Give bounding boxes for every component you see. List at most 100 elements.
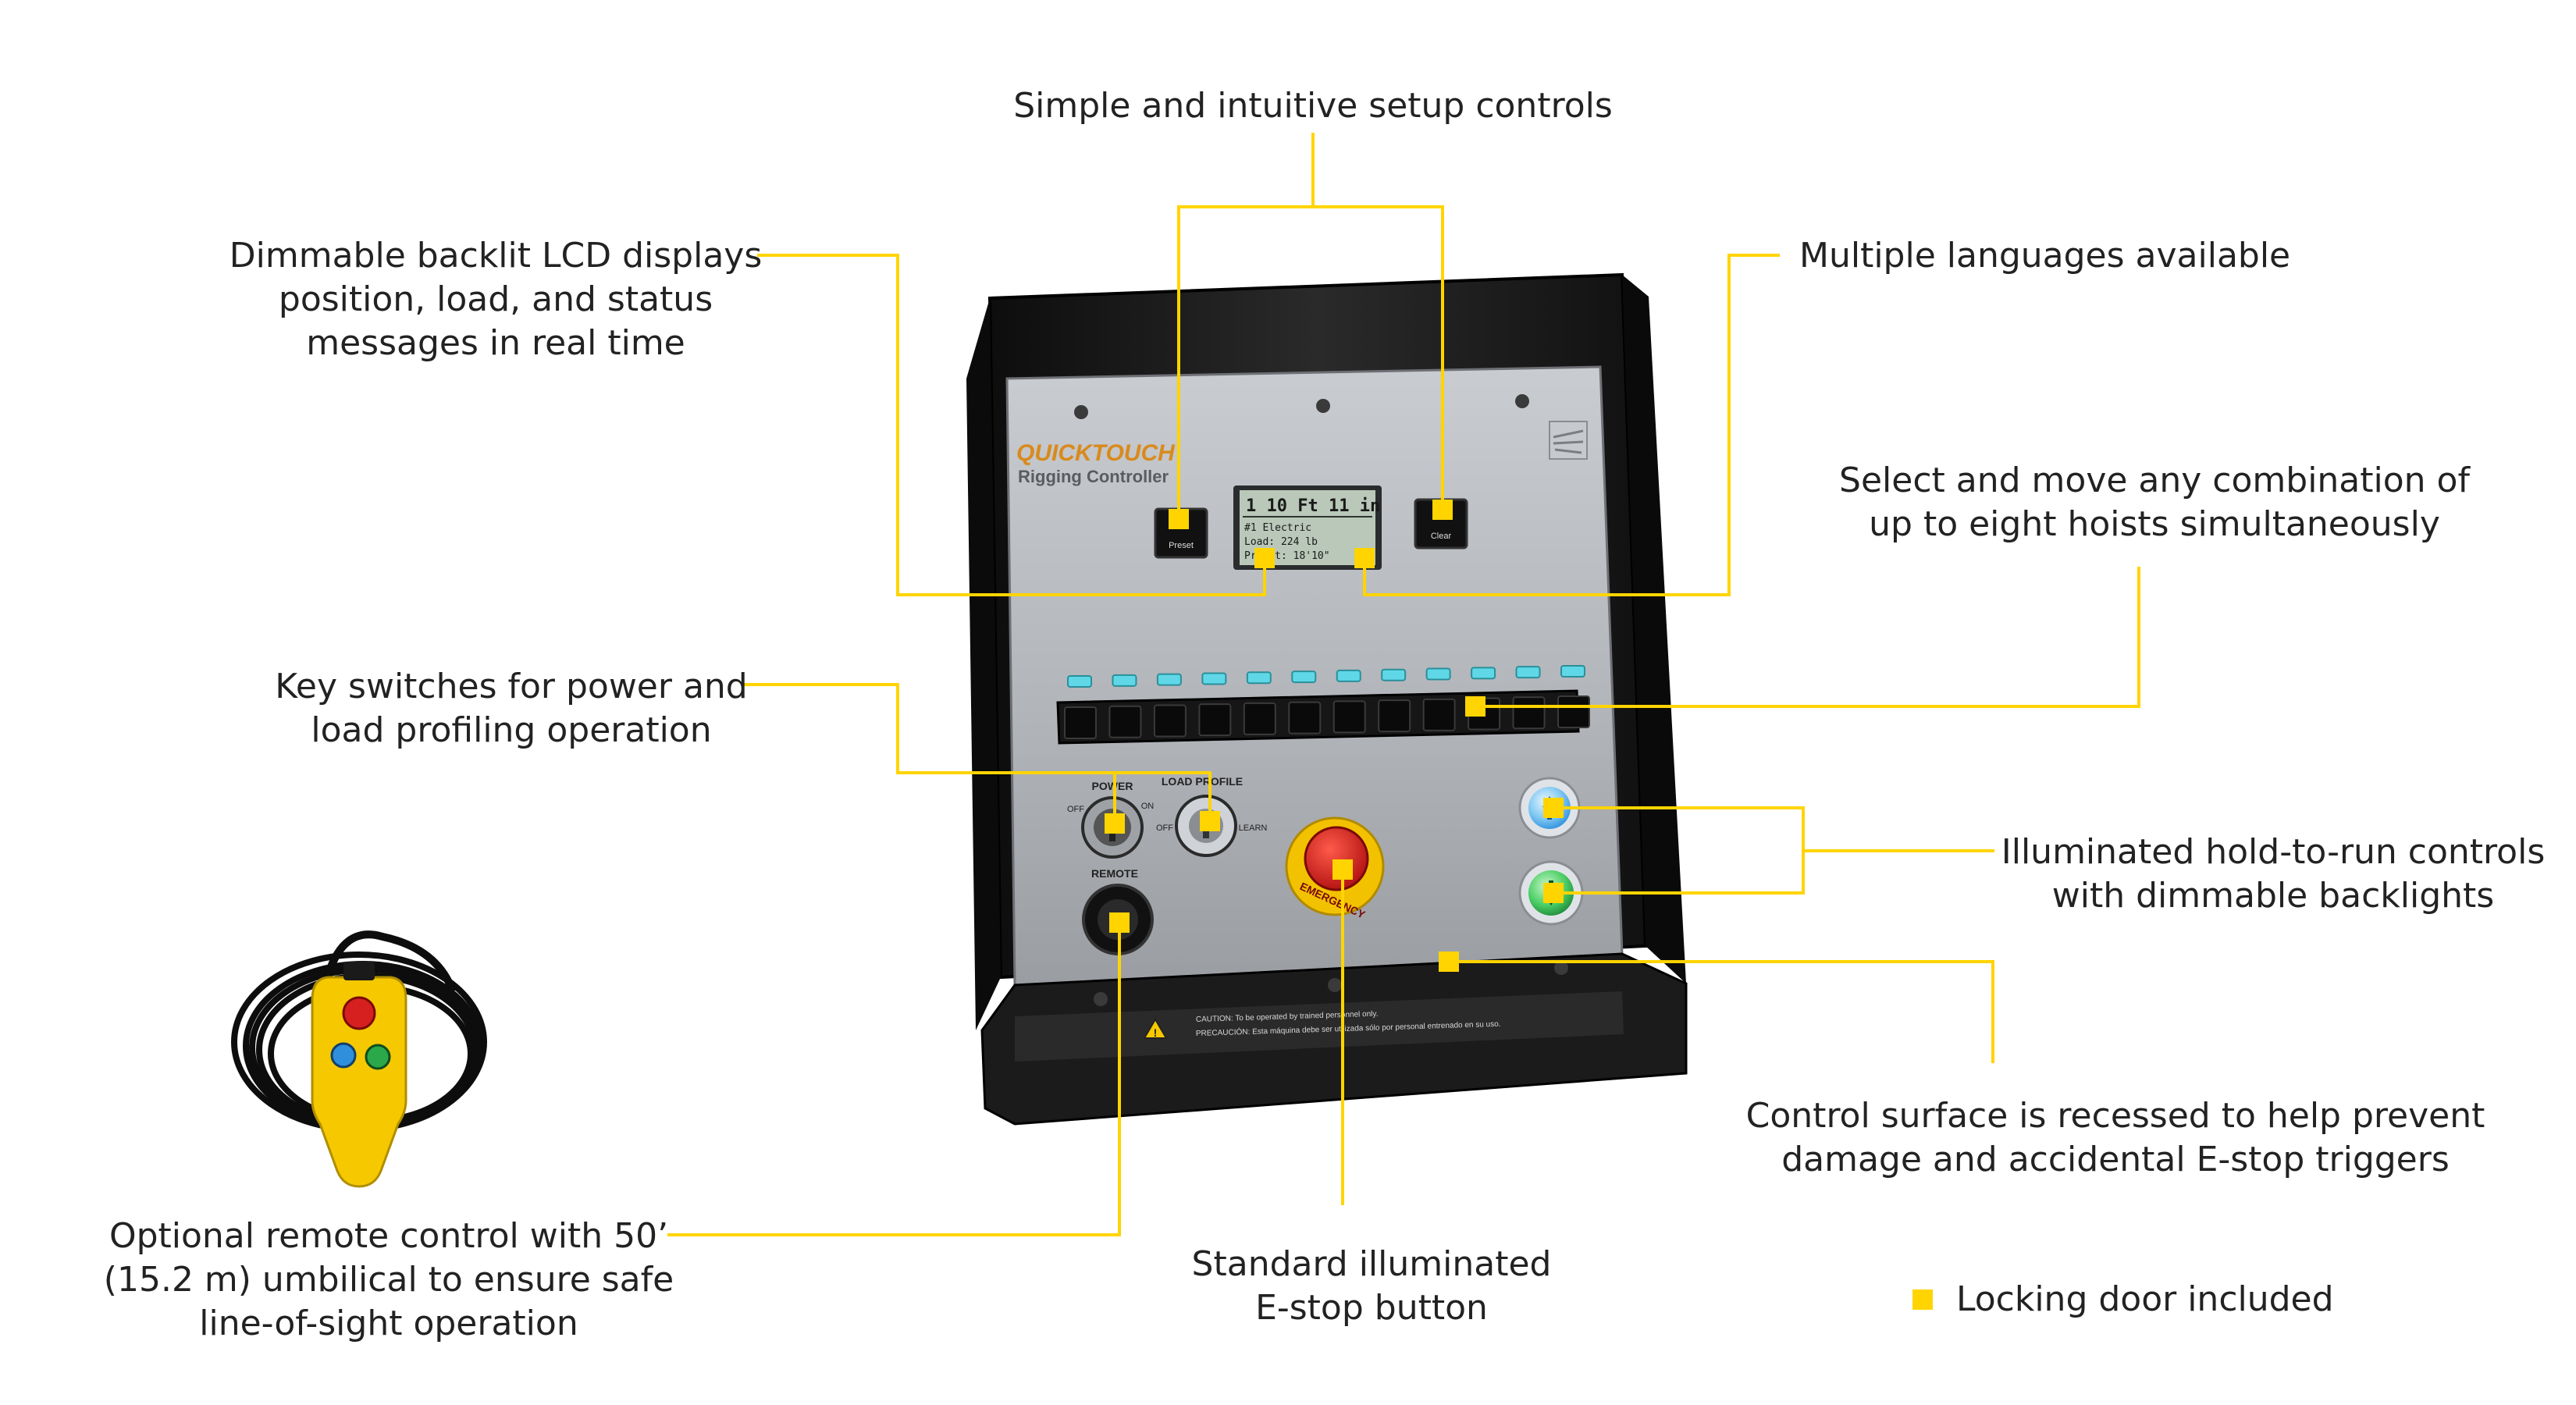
marker-run-up xyxy=(1543,798,1564,818)
callout-line: Select and move any combination of xyxy=(1839,461,2470,500)
hoist-select-switch-6[interactable] xyxy=(1288,701,1322,735)
hoist-led-7 xyxy=(1336,669,1361,682)
hoist-select-switch-7[interactable] xyxy=(1332,700,1366,734)
leader-setup-controls-right xyxy=(1313,205,1444,509)
hoist-select-switch-12[interactable] xyxy=(1557,695,1590,728)
marker-preset xyxy=(1169,509,1189,529)
preset-button[interactable]: Preset xyxy=(1154,507,1208,559)
key-power-on-label: ON xyxy=(1141,802,1155,811)
hoist-led-8 xyxy=(1381,668,1407,681)
callout-line: damage and accidental E-stop triggers xyxy=(1781,1140,2450,1179)
callout-estop: Standard illuminated E-stop button xyxy=(1192,1243,1552,1330)
hoist-led-4 xyxy=(1201,672,1227,685)
callout-line: E-stop button xyxy=(1255,1288,1488,1328)
key-load-learn-label: LEARN xyxy=(1239,823,1268,833)
callout-remote: Optional remote control with 50’ (15.2 m… xyxy=(104,1215,674,1346)
panel-screw xyxy=(1316,399,1330,413)
leader-lcd-display xyxy=(757,254,1266,596)
key-load-label: LOAD PROFILE xyxy=(1162,775,1243,788)
remote-pendant xyxy=(231,930,487,1188)
hoist-select-switch-4[interactable] xyxy=(1198,703,1232,737)
callout-line: with dimmable backlights xyxy=(2051,876,2495,916)
marker-lcd-right xyxy=(1354,548,1375,568)
hoist-select-switch-5[interactable] xyxy=(1243,702,1276,735)
callout-line: messages in real time xyxy=(306,323,685,363)
hoist-select-switch-8[interactable] xyxy=(1378,699,1411,733)
panel-screw xyxy=(1515,394,1529,408)
key-power-off-label: OFF xyxy=(1067,805,1084,814)
marker-run-down xyxy=(1543,883,1564,903)
hoist-led-6 xyxy=(1291,670,1317,684)
callout-hoist-select: Select and move any combination of up to… xyxy=(1839,459,2470,546)
callout-line: line-of-sight operation xyxy=(199,1304,578,1343)
callout-line: Illuminated hold-to-run controls xyxy=(2001,832,2546,872)
legend: Locking door included xyxy=(1912,1272,2334,1327)
marker-remote xyxy=(1109,912,1130,933)
callout-key-switches: Key switches for power and load profilin… xyxy=(275,665,747,752)
hoist-led-3 xyxy=(1156,673,1182,686)
key-load-off-label: OFF xyxy=(1156,823,1173,833)
callout-lcd-display: Dimmable backlit LCD displays position, … xyxy=(229,234,763,365)
leader-lines xyxy=(667,133,2140,1236)
panel-screw xyxy=(1554,961,1568,975)
pendant-estop-button[interactable] xyxy=(342,996,376,1030)
leader-recessed xyxy=(1449,960,1994,1063)
marker-recessed xyxy=(1439,951,1459,972)
leader-markers xyxy=(1105,500,1564,972)
leader-remote xyxy=(667,923,1121,1236)
pendant-body[interactable] xyxy=(311,976,407,1188)
callout-line: Multiple languages available xyxy=(1799,236,2291,276)
callout-line: Dimmable backlit LCD displays xyxy=(229,236,763,276)
hoist-select-switch-3[interactable] xyxy=(1153,704,1187,738)
callout-line: Key switches for power and xyxy=(275,667,748,706)
lcd-position-readout: 1 10 Ft 11 in xyxy=(1246,496,1380,516)
callout-languages: Multiple languages available xyxy=(1799,234,2290,278)
marker-hoist-select xyxy=(1465,696,1485,717)
panel-side-left xyxy=(966,298,1001,1030)
emergency-stop-button[interactable]: EMERGENCY xyxy=(1285,816,1385,921)
callout-hold-to-run: Illuminated hold-to-run controls with di… xyxy=(2001,831,2545,918)
lcd-line-hoist: #1 Electric xyxy=(1244,522,1311,534)
key-power-label: POWER xyxy=(1092,780,1133,792)
marker-estop xyxy=(1332,859,1353,880)
leader-hoist-select xyxy=(1475,567,2140,708)
pendant-down-button[interactable] xyxy=(365,1044,391,1070)
hoist-select-switch-1[interactable] xyxy=(1064,706,1097,739)
callout-line: up to eight hoists simultaneously xyxy=(1869,504,2440,544)
lcd-line-load: Load: 224 lb xyxy=(1244,536,1318,548)
caution-warning-icon: ! xyxy=(1143,1018,1168,1039)
panel-screw xyxy=(1074,405,1088,419)
hoist-select-switch-9[interactable] xyxy=(1422,698,1456,731)
hoist-led-9 xyxy=(1425,667,1451,681)
leader-key-switches xyxy=(742,683,1212,821)
brand-logo-icon xyxy=(1549,421,1588,460)
brand-subtitle: Rigging Controller xyxy=(1018,467,1169,486)
hoist-led-11 xyxy=(1515,666,1541,679)
pendant-up-button[interactable] xyxy=(330,1042,357,1069)
hoist-led-10 xyxy=(1471,667,1496,680)
hoist-select-switch-11[interactable] xyxy=(1512,696,1546,730)
brand-name: QUICKTOUCH xyxy=(1016,440,1176,466)
hoist-switch-row xyxy=(1064,695,1590,739)
callout-line: Standard illuminated xyxy=(1191,1244,1552,1284)
marker-key-load xyxy=(1200,811,1220,831)
hoist-led-1 xyxy=(1067,675,1092,688)
callout-line: load profiling operation xyxy=(311,710,712,750)
hoist-led-row xyxy=(1067,665,1585,688)
svg-text:!: ! xyxy=(1154,1026,1158,1039)
preset-button-label: Preset xyxy=(1169,541,1194,550)
hoist-led-12 xyxy=(1560,665,1585,678)
leader-setup-controls xyxy=(1177,133,1315,519)
legend-label: Locking door included xyxy=(1956,1279,2334,1319)
remote-label: REMOTE xyxy=(1091,867,1138,880)
leader-languages xyxy=(1363,254,1780,596)
callout-line: Optional remote control with 50’ xyxy=(109,1216,669,1256)
hoist-select-switch-2[interactable] xyxy=(1108,705,1142,738)
callout-recessed: Control surface is recessed to help prev… xyxy=(1746,1094,2485,1182)
marker-key-power xyxy=(1105,813,1125,834)
callout-line: position, load, and status xyxy=(278,279,713,319)
hoist-led-5 xyxy=(1246,671,1272,685)
hoist-led-2 xyxy=(1112,674,1137,687)
callout-setup-controls: Simple and intuitive setup controls xyxy=(1013,84,1613,128)
